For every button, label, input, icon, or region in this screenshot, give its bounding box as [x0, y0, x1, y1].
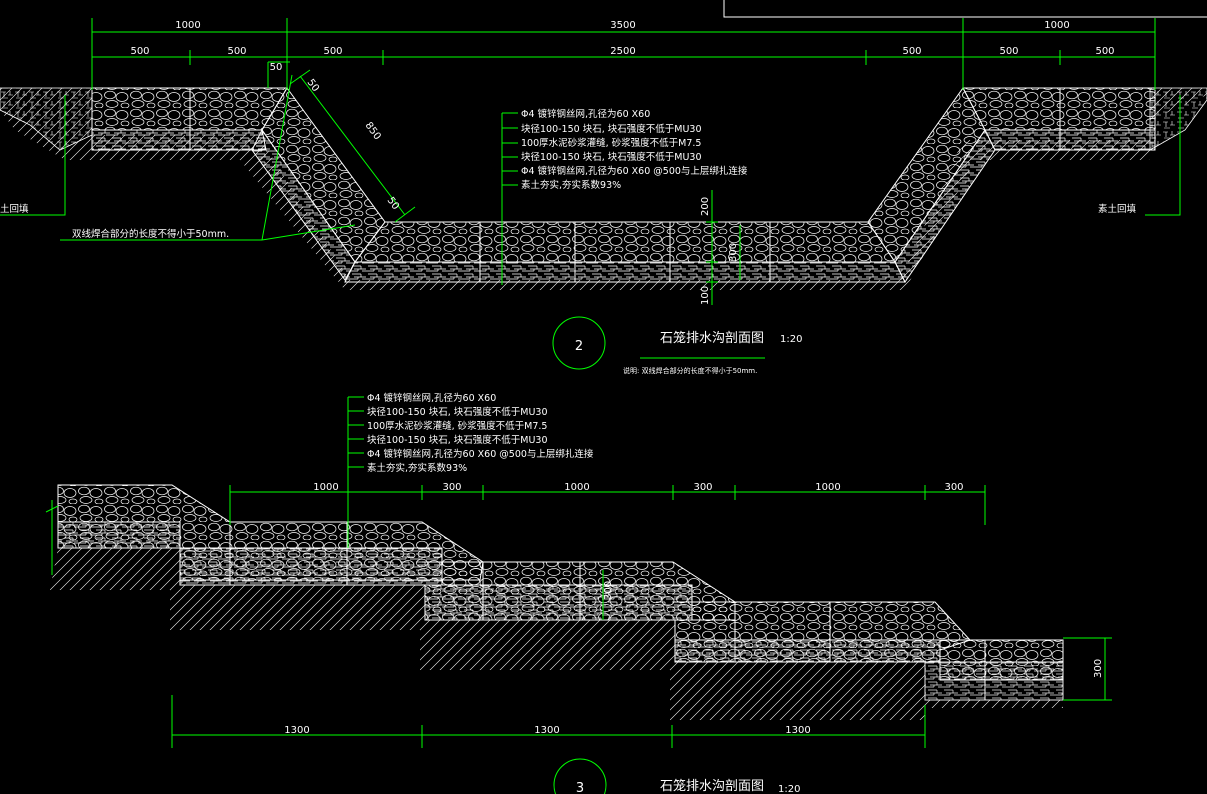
s3-topdim-2: 300 — [442, 482, 461, 493]
s3-bottomdim-2: 1300 — [534, 725, 559, 736]
s2-note-2: 块径100-150 块石, 块石强度不低于MU30 — [521, 123, 702, 135]
s2-subdim-6: 500 — [999, 46, 1018, 57]
s3-note-5: Φ4 镀锌钢丝网,孔径为60 X60 @500与上层绑扎连接 — [367, 448, 594, 460]
s3-note-6: 素土夯实,夯实系数93% — [367, 462, 467, 474]
s2-note-6: 素土夯实,夯实系数93% — [521, 179, 621, 191]
s3-topdim-5: 1000 — [815, 482, 840, 493]
s2-dim-1000-left: 1000 — [175, 20, 200, 31]
s2-left-label: 土回填 — [0, 203, 29, 215]
s3-title: 石笼排水沟剖面图 — [660, 778, 764, 794]
s2-vdim-200: 200 — [700, 197, 711, 216]
s2-subdim-3: 500 — [323, 46, 342, 57]
s3-topdim-6: 300 — [944, 482, 963, 493]
title-block-frame — [723, 0, 1207, 18]
s2-slope-50-bottom: 50 — [385, 195, 401, 212]
section-3-callout-circle — [553, 758, 607, 794]
s3-topdim-1: 1000 — [313, 482, 338, 493]
s2-dim-1000-right: 1000 — [1044, 20, 1069, 31]
s2-slope-850: 850 — [363, 120, 383, 142]
section-3-drawing — [50, 484, 1064, 720]
s3-note-4: 块径100-150 块石, 块石强度不低于MU30 — [367, 434, 548, 446]
s3-bottomdim-1: 1300 — [284, 725, 309, 736]
s2-subdim-7: 500 — [1095, 46, 1114, 57]
s2-vdim-300: 300 — [728, 243, 739, 262]
s2-note-1: Φ4 镀锌钢丝网,孔径为60 X60 — [521, 108, 650, 120]
s2-subdim-1: 500 — [130, 46, 149, 57]
s2-dim-50: 50 — [270, 62, 283, 73]
s2-right-label: 素土回填 — [1098, 203, 1137, 215]
s2-subdim-4: 2500 — [610, 46, 635, 57]
section-2-callout-circle — [552, 316, 606, 370]
s2-title: 石笼排水沟剖面图 — [660, 330, 764, 346]
s2-circle-number: 2 — [575, 339, 583, 354]
s3-topdim-4: 300 — [693, 482, 712, 493]
s2-note-3: 100厚水泥砂浆灌缝, 砂浆强度不低于M7.5 — [521, 137, 701, 149]
section-2-drawing — [0, 87, 1207, 290]
s3-bottomdim-3: 1300 — [785, 725, 810, 736]
s2-scale: 1:20 — [780, 334, 802, 345]
s2-note-4: 块径100-150 块石, 块石强度不低于MU30 — [521, 151, 702, 163]
s2-dim-3500: 3500 — [610, 20, 635, 31]
s3-right-dim: 300 — [1093, 659, 1104, 678]
s3-note-2: 块径100-150 块石, 块石强度不低于MU30 — [367, 406, 548, 418]
s3-mid-dim: 300 — [603, 581, 614, 600]
section-2-dimensions — [0, 18, 1181, 370]
s3-circle-number: 3 — [576, 781, 584, 794]
s3-note-1: Φ4 镀锌钢丝网,孔径为60 X60 — [367, 392, 496, 404]
s2-subdim-2: 500 — [227, 46, 246, 57]
s3-topdim-3: 1000 — [564, 482, 589, 493]
s2-footnote: 说明: 双线焊合部分的长度不得小于50mm. — [623, 366, 757, 375]
section-3-dimensions — [45, 396, 1112, 794]
s3-note-3: 100厚水泥砂浆灌缝, 砂浆强度不低于M7.5 — [367, 420, 547, 432]
s2-subdim-5: 500 — [902, 46, 921, 57]
s2-slope-50-top: 50 — [305, 77, 321, 94]
s2-overlap-note: 双线焊合部分的长度不得小于50mm. — [72, 228, 229, 240]
s2-note-5: Φ4 镀锌钢丝网,孔径为60 X60 @500与上层绑扎连接 — [521, 165, 748, 177]
s2-vdim-100: 100 — [700, 286, 711, 305]
s3-scale: 1:20 — [778, 784, 800, 794]
